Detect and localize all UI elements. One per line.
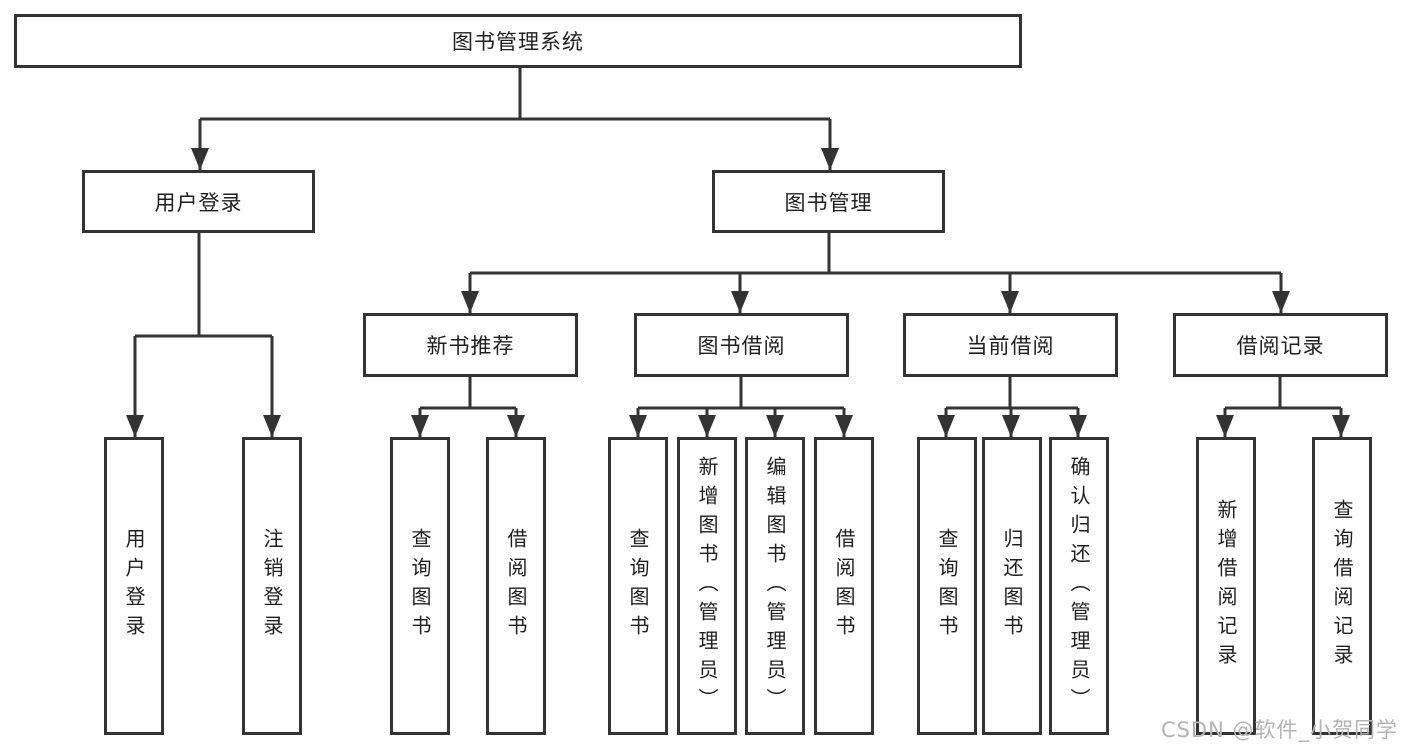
leaf-query-books-current: 查询图书 <box>917 437 977 735</box>
node-book-management: 图书管理 <box>712 170 945 233</box>
leaf-return-books: 归还图书 <box>982 437 1042 735</box>
leaf-user-login: 用户登录 <box>104 437 164 735</box>
node-label: 查询图书 <box>408 528 432 644</box>
node-library-management-system: 图书管理系统 <box>14 14 1022 68</box>
leaf-borrow-books-recommend: 借阅图书 <box>486 437 546 735</box>
leaf-logout: 注销登录 <box>242 437 302 735</box>
leaf-edit-books-admin: 编辑图书（管理员） <box>745 437 805 735</box>
leaf-add-books-admin: 新增图书（管理员） <box>677 437 737 735</box>
watermark: CSDN @软件_小贺同学 <box>1160 718 1398 742</box>
leaf-confirm-return-admin: 确认归还（管理员） <box>1049 437 1109 735</box>
node-label: 编辑图书（管理员） <box>763 455 787 717</box>
node-label: 查询图书 <box>935 528 959 644</box>
node-label: 图书管理系统 <box>452 30 584 54</box>
node-label: 新增借阅记录 <box>1214 499 1238 673</box>
node-label: 查询借阅记录 <box>1330 499 1354 673</box>
leaf-add-borrow-record: 新增借阅记录 <box>1196 437 1256 735</box>
node-label: 归还图书 <box>1000 528 1024 644</box>
node-label: 用户登录 <box>122 528 146 644</box>
node-label: 当前借阅 <box>966 334 1055 358</box>
node-label: 新书推荐 <box>426 334 515 358</box>
leaf-query-books-borrowing: 查询图书 <box>608 437 668 735</box>
node-label: 借阅图书 <box>504 528 528 644</box>
node-user-login: 用户登录 <box>82 170 315 233</box>
node-label: 确认归还（管理员） <box>1067 455 1091 717</box>
node-label: 借阅图书 <box>832 528 856 644</box>
node-label: 图书管理 <box>784 190 873 215</box>
node-label: 用户登录 <box>154 190 243 215</box>
node-label: 图书借阅 <box>697 334 786 358</box>
node-borrowing-records: 借阅记录 <box>1173 313 1388 377</box>
node-current-borrowing: 当前借阅 <box>903 313 1118 377</box>
node-new-book-recommendation: 新书推荐 <box>363 313 578 377</box>
node-label: 新增图书（管理员） <box>695 455 719 717</box>
leaf-query-books-recommend: 查询图书 <box>390 437 450 735</box>
node-label: 借阅记录 <box>1236 334 1325 358</box>
node-book-borrowing: 图书借阅 <box>634 313 849 377</box>
leaf-borrow-books-borrowing: 借阅图书 <box>814 437 874 735</box>
node-label: 注销登录 <box>260 528 284 644</box>
node-label: 查询图书 <box>626 528 650 644</box>
leaf-query-borrow-record: 查询借阅记录 <box>1312 437 1372 735</box>
